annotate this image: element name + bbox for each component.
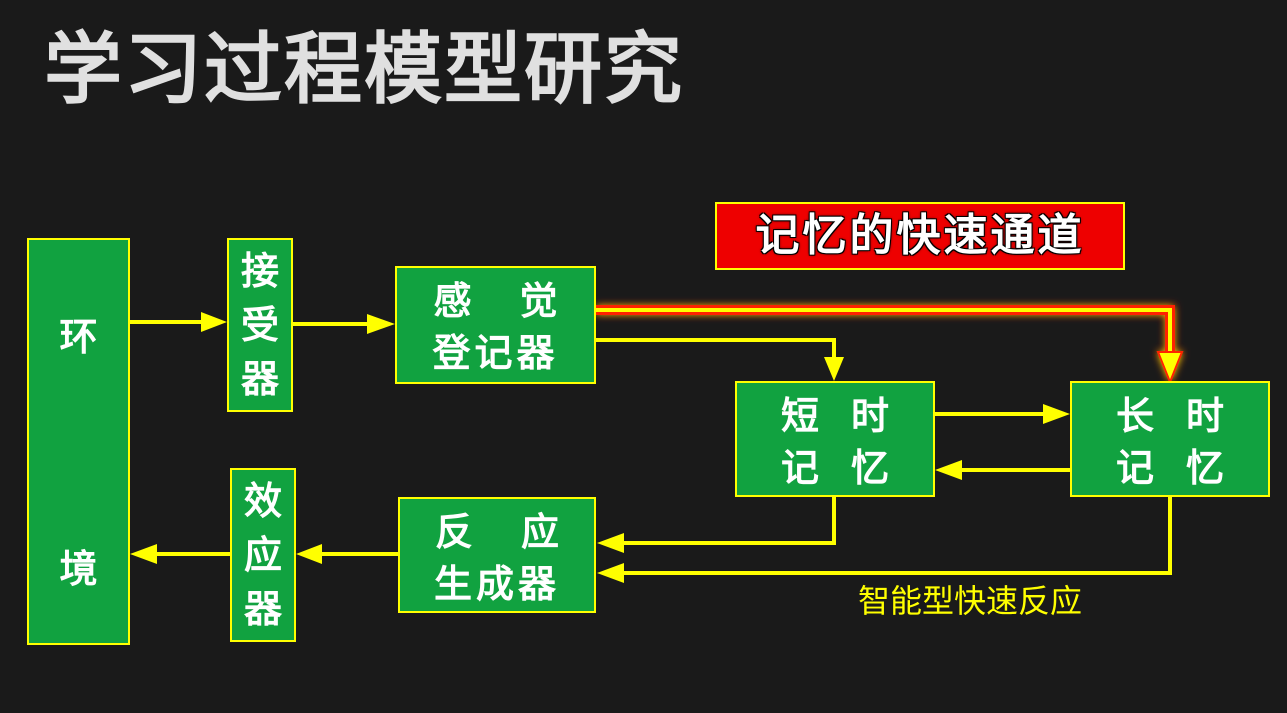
arrow-long-to-short [935,460,1070,480]
short-term-char-2: 时 [851,393,890,438]
environment-box: 环 境 [27,238,130,645]
long-term-char-2: 时 [1186,393,1225,438]
arrow-short-to-long [935,404,1070,424]
environment-label-top: 环 [59,314,98,359]
short-term-char-4: 忆 [851,445,890,490]
page-title: 学习过程模型研究 [44,25,685,115]
short-term-char-3: 记 [780,445,819,490]
short-term-memory-box: 短 时 记 忆 [735,381,935,497]
effector-char-1: 效 [243,478,282,523]
effector-box: 效 应 器 [230,468,296,642]
arrow-env-to-receptor [130,312,227,332]
arrow-response-to-effector [296,544,398,564]
response-generator-box: 反 应 生成器 [398,497,596,613]
sensory-register-box: 感 觉 登记器 [395,266,596,384]
short-term-char-1: 短 [780,393,819,438]
environment-label-bottom: 境 [59,546,98,591]
long-term-char-1: 长 [1115,393,1154,438]
response-generator-char-2: 应 [521,509,560,554]
sensory-register-char-2: 觉 [519,278,558,323]
effector-char-3: 器 [243,586,282,631]
receptor-box: 接 受 器 [227,238,293,412]
response-generator-line-2: 生成器 [433,561,560,606]
arrow-long-to-response [597,497,1172,583]
fast-channel-banner: 记忆的快速通道 [715,202,1125,270]
arrow-fast-path [596,305,1184,385]
receptor-char-2: 受 [240,302,279,347]
arrow-receptor-to-sensory [293,314,395,334]
arrow-short-to-response [597,497,836,553]
sensory-register-line-2: 登记器 [432,330,559,375]
effector-char-2: 应 [243,532,282,577]
arrow-effector-to-env [130,544,230,564]
receptor-char-1: 接 [240,248,279,293]
receptor-char-3: 器 [240,356,279,401]
sensory-register-char-1: 感 [433,278,472,323]
long-term-memory-box: 长 时 记 忆 [1070,381,1270,497]
fast-response-caption: 智能型快速反应 [858,582,1083,620]
response-generator-char-1: 反 [434,509,473,554]
arrow-sensory-to-short-term [596,338,844,381]
long-term-char-4: 忆 [1186,445,1225,490]
long-term-char-3: 记 [1115,445,1154,490]
